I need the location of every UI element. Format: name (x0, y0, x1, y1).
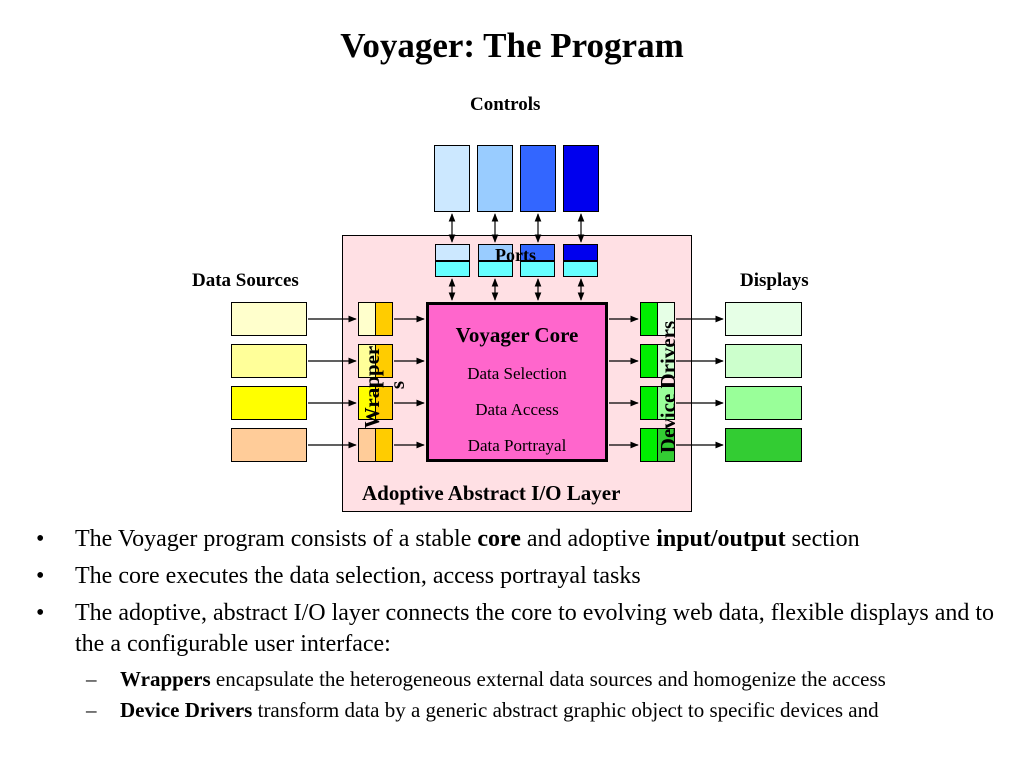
bullet-mark: • (36, 563, 45, 589)
controls-label: Controls (470, 94, 541, 115)
bullet-item-3: • The adoptive, abstract I/O layer conne… (36, 598, 996, 660)
sub-bullet-2-text: transform data by a generic abstract gra… (252, 698, 879, 722)
ports-label: Ports (495, 245, 536, 265)
driver-3-right (657, 386, 675, 420)
driver-1-right (657, 302, 675, 336)
bullet-item-2: • The core executes the data selection, … (36, 561, 996, 592)
bullet-1-text-post: section (785, 526, 860, 552)
bullet-2-text: The core executes the data selection, ac… (75, 563, 641, 589)
sub-bullet-item-2: – Device Drivers transform data by a gen… (36, 697, 996, 724)
control-box-4 (563, 145, 599, 212)
port-4-top (563, 244, 598, 261)
core-item-selection: Data Selection (467, 364, 567, 383)
data-source-2 (231, 344, 307, 378)
bullet-item-1: • The Voyager program consists of a stab… (36, 524, 996, 555)
sub-bullet-mark: – (86, 667, 97, 691)
data-source-3 (231, 386, 307, 420)
wrapper-1-right (375, 302, 393, 336)
data-source-4 (231, 428, 307, 462)
bullet-1-text-pre: The Voyager program consists of a stable (75, 526, 478, 552)
bullet-3-text: The adoptive, abstract I/O layer connect… (75, 600, 995, 657)
voyager-core: Voyager Core Data Selection Data Access … (426, 302, 608, 462)
port-2-bottom (478, 261, 513, 277)
displays-label: Displays (740, 270, 809, 291)
bullet-mark: • (36, 526, 45, 552)
display-3 (725, 386, 802, 420)
display-2 (725, 344, 802, 378)
io-layer-label: Adoptive Abstract I/O Layer (362, 481, 621, 505)
bullet-1-core: core (477, 526, 521, 552)
bullet-list: • The Voyager program consists of a stab… (36, 524, 996, 728)
port-1-bottom (435, 261, 470, 277)
core-item-portrayal: Data Portrayal (467, 436, 567, 455)
sub-bullet-1-bold: Wrappers (120, 667, 211, 691)
sub-bullet-1-text: encapsulate the heterogeneous external d… (210, 667, 886, 691)
core-item-access: Data Access (475, 400, 559, 419)
data-sources-label: Data Sources (192, 270, 299, 291)
sub-bullet-mark: – (86, 698, 97, 722)
port-4-bottom (563, 261, 598, 277)
driver-2-right (657, 344, 675, 378)
bullet-mark: • (36, 600, 45, 626)
display-1 (725, 302, 802, 336)
bullet-1-text-mid: and adoptive (520, 526, 657, 552)
control-box-2 (477, 145, 513, 212)
wrapper-2-right (375, 344, 393, 378)
wrapper-4-right (375, 428, 393, 462)
port-3-bottom (520, 261, 555, 277)
bullet-1-io: input/output (656, 526, 786, 552)
wrapper-3-right (375, 386, 393, 420)
control-box-1 (434, 145, 470, 212)
port-2-top (478, 244, 513, 261)
port-3-top (520, 244, 555, 261)
display-4 (725, 428, 802, 462)
page-title: Voyager: The Program (340, 26, 684, 65)
sub-bullet-2-bold: Device Drivers (120, 698, 253, 722)
port-1-top (435, 244, 470, 261)
sub-bullet-item-1: – Wrappers encapsulate the heterogeneous… (36, 666, 996, 693)
driver-4-right (657, 428, 675, 462)
data-source-1 (231, 302, 307, 336)
core-title: Voyager Core (455, 323, 579, 347)
control-box-3 (520, 145, 556, 212)
